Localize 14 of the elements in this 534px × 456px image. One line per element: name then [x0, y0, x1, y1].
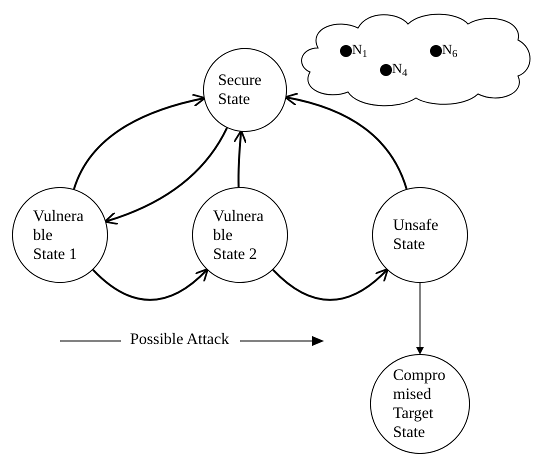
- arrow: [233, 130, 247, 188]
- state-label: Unsafe State: [393, 216, 440, 254]
- node-label: N$_{6}$: [442, 44, 458, 58]
- attack-label: Possible Attack: [130, 330, 230, 350]
- state-label: Compro mised Target State: [393, 366, 446, 442]
- state-label: Vulnera ble State 2: [213, 206, 265, 264]
- arrow: [416, 282, 424, 355]
- state-label: Vulnera ble State 1: [33, 206, 85, 264]
- node-label: N$_{4}$: [392, 63, 408, 77]
- arrow: [92, 268, 209, 301]
- node-label: N$_{1}$: [352, 44, 368, 58]
- state-label: Secure State: [218, 71, 263, 109]
- arrow: [272, 268, 389, 301]
- arrow: [104, 127, 228, 225]
